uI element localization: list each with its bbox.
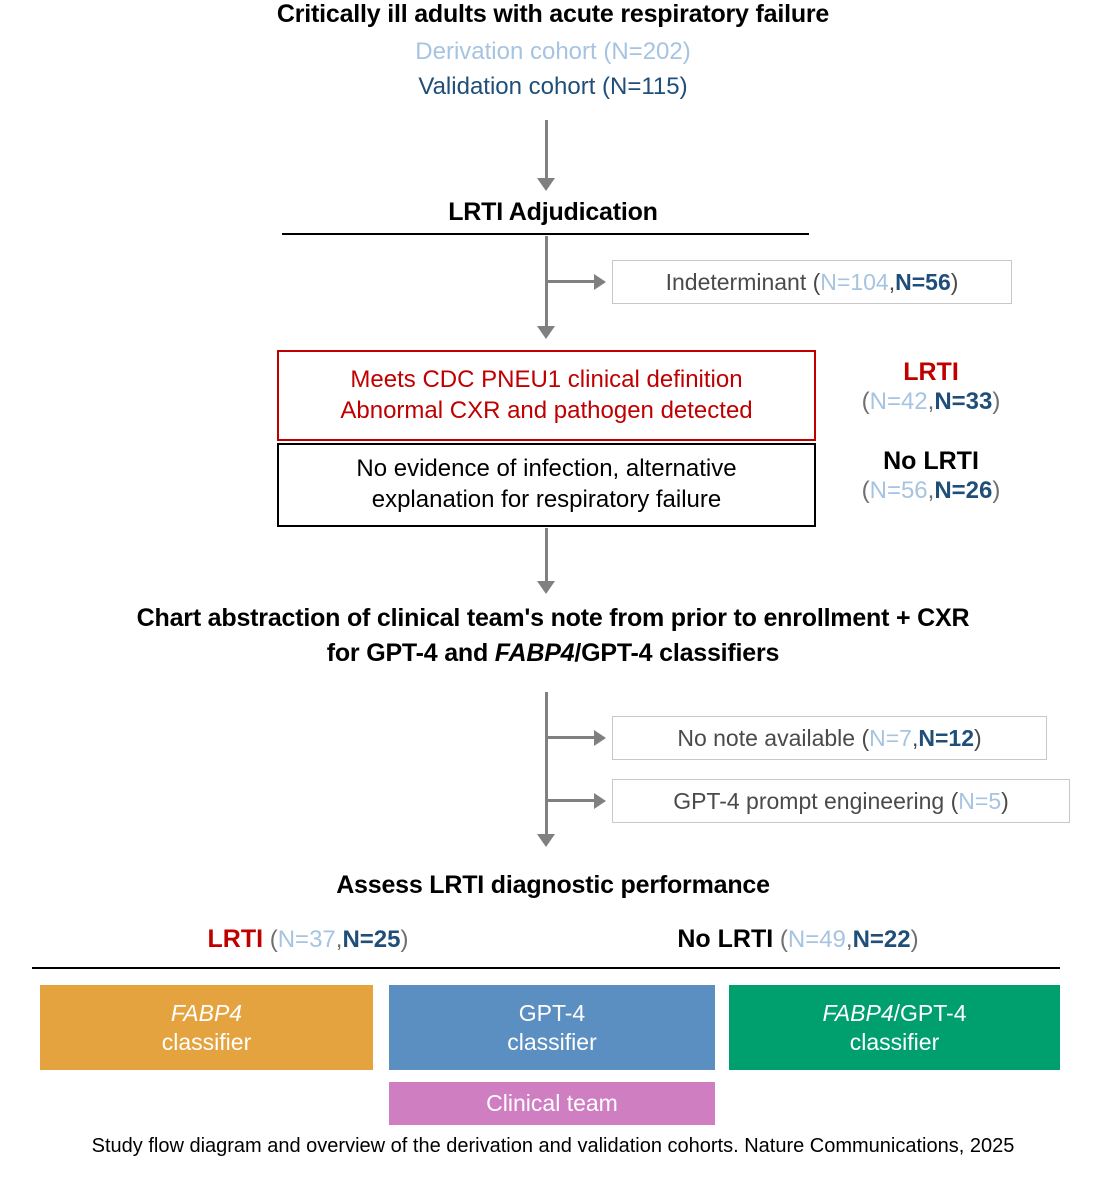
- assessment-lrti-derivation-n: N=37: [277, 926, 336, 953]
- assessment-nolrti-close: ): [910, 926, 919, 953]
- classifier-gpt4-sub: classifier: [507, 1028, 597, 1055]
- no-note-validation-n: N=12: [918, 724, 974, 751]
- no-note-suffix: ): [973, 724, 982, 751]
- adjudication-divider-rule: [282, 233, 809, 235]
- classifier-fabp4-gpt4-gene: FABP4: [822, 999, 894, 1026]
- classifiers-divider-rule: [32, 967, 1060, 969]
- assessment-lrti-group: LRTI (N=37,N=25): [93, 925, 523, 954]
- assessment-nolrti-derivation-n: N=49: [787, 926, 846, 953]
- indeterminant-comma: ,: [888, 268, 896, 295]
- nolrti-validation-n: N=26: [934, 476, 993, 504]
- classifier-fabp4-sub: classifier: [161, 1028, 252, 1055]
- abstraction-line2-post: /GPT-4 classifiers: [574, 639, 780, 667]
- assessment-nolrti-title: No LRTI: [677, 925, 774, 953]
- indeterminant-prefix: Indeterminant (: [665, 268, 821, 295]
- assessment-heading: Assess LRTI diagnostic performance: [336, 871, 770, 899]
- adjudication-heading: LRTI Adjudication: [448, 198, 658, 226]
- adjudication-trunk-arrowhead: [537, 326, 555, 339]
- lrti-count-label: LRTI (N=42,N=33): [836, 358, 1026, 416]
- nolrti-count-comma: ,: [927, 476, 935, 504]
- nolrti-derivation-n: N=56: [869, 476, 928, 504]
- assessment-nolrti-validation-n: N=22: [852, 926, 911, 953]
- derivation-cohort-label: Derivation cohort (N=202): [415, 38, 691, 65]
- assessment-lrti-close: ): [400, 926, 409, 953]
- lrti-derivation-n: N=42: [869, 387, 928, 415]
- nolrti-count-label: No LRTI (N=56,N=26): [836, 447, 1026, 505]
- indeterminant-suffix: ): [950, 268, 959, 295]
- branch-no-note-line: [547, 736, 595, 739]
- prompt-engineering-prefix: GPT-4 prompt engineering (: [673, 787, 959, 814]
- no-note-derivation-n: N=7: [869, 724, 912, 751]
- validation-cohort-label: Validation cohort (N=115): [418, 73, 688, 100]
- lrti-count-comma: ,: [927, 387, 935, 415]
- lrti-count-close: ): [992, 387, 1001, 415]
- figure-title: Critically ill adults with acute respira…: [276, 0, 830, 28]
- figure-caption: Study flow diagram and overview of the d…: [91, 1135, 1015, 1157]
- lrti-criteria-line1: Meets CDC PNEU1 clinical definition: [350, 365, 743, 393]
- classifier-fabp4-gene: FABP4: [170, 999, 243, 1026]
- prompt-engineering-box: GPT-4 prompt engineering (N=5): [612, 779, 1070, 823]
- classifier-bar-gpt4: GPT-4 classifier: [389, 985, 715, 1070]
- classifier-fabp4-gpt4-name: FABP4/GPT-4: [822, 999, 966, 1028]
- abstraction-trunk-arrowhead: [537, 834, 555, 847]
- arrow-boxes-to-abstraction-head: [537, 581, 555, 594]
- classifier-fabp4-name: FABP4: [171, 999, 242, 1028]
- prompt-engineering-derivation-n: N=5: [958, 787, 1002, 814]
- adjudication-trunk-line: [545, 236, 548, 328]
- assessment-lrti-open: (: [263, 926, 278, 953]
- classifier-fabp4-gpt4-plain: /GPT-4: [893, 999, 967, 1026]
- classifier-bar-fabp4: FABP4 classifier: [40, 985, 373, 1070]
- nolrti-criteria-line2: explanation for respiratory failure: [371, 486, 722, 513]
- branch-indeterminant-arrowhead: [594, 274, 606, 290]
- branch-indeterminant-line: [547, 280, 595, 283]
- no-note-available-box: No note available (N=7,N=12): [612, 716, 1047, 760]
- lrti-validation-n: N=33: [934, 387, 993, 415]
- indeterminant-box: Indeterminant (N=104,N=56): [612, 260, 1012, 304]
- indeterminant-validation-n: N=56: [895, 268, 951, 295]
- lrti-count-open: (: [861, 387, 870, 415]
- lrti-criteria-line2: Abnormal CXR and pathogen detected: [340, 396, 753, 424]
- no-note-comma: ,: [911, 724, 919, 751]
- arrow-title-to-adjudication-line: [545, 120, 548, 180]
- assessment-lrti-validation-n: N=25: [342, 926, 401, 953]
- classifier-gpt4-name: GPT-4: [519, 999, 585, 1028]
- abstraction-line2-pre: for GPT-4 and: [326, 639, 495, 667]
- assessment-lrti-title: LRTI: [207, 925, 264, 953]
- branch-prompt-engineering-line: [547, 799, 595, 802]
- nolrti-count-open: (: [861, 476, 870, 504]
- classifier-bar-clinical-team: Clinical team: [389, 1082, 715, 1125]
- assessment-lrti-comma: ,: [335, 926, 343, 953]
- lrti-criteria-box: Meets CDC PNEU1 clinical definition Abno…: [277, 350, 816, 441]
- clinical-team-label: Clinical team: [486, 1090, 618, 1117]
- branch-no-note-arrowhead: [594, 730, 606, 746]
- abstraction-heading-line1: Chart abstraction of clinical team's not…: [136, 604, 970, 632]
- abstraction-line2-gene: FABP4: [494, 639, 575, 667]
- arrow-boxes-to-abstraction-line: [545, 528, 548, 583]
- no-note-prefix: No note available (: [677, 724, 870, 751]
- indeterminant-derivation-n: N=104: [820, 268, 889, 295]
- assessment-counts-row: LRTI (N=37,N=25)No LRTI (N=49,N=22): [0, 925, 1106, 954]
- branch-prompt-engineering-arrowhead: [594, 793, 606, 809]
- assessment-nolrti-comma: ,: [845, 926, 853, 953]
- nolrti-criteria-box: No evidence of infection, alternative ex…: [277, 443, 816, 527]
- assessment-nolrti-group: No LRTI (N=49,N=22): [583, 925, 1013, 954]
- nolrti-criteria-line1: No evidence of infection, alternative: [356, 455, 737, 483]
- assessment-nolrti-open: (: [773, 926, 788, 953]
- abstraction-trunk-line: [545, 692, 548, 836]
- classifier-fabp4-gpt4-sub: classifier: [849, 1028, 940, 1055]
- classifier-bar-fabp4-gpt4: FABP4/GPT-4 classifier: [729, 985, 1060, 1070]
- classifier-gpt4-plain: GPT-4: [518, 999, 586, 1026]
- arrow-title-to-adjudication-head: [537, 178, 555, 191]
- nolrti-count-title: No LRTI: [883, 447, 979, 475]
- nolrti-count-close: ): [992, 476, 1001, 504]
- abstraction-heading-line2: for GPT-4 and FABP4/GPT-4 classifiers: [0, 639, 1106, 668]
- lrti-count-title: LRTI: [903, 358, 959, 386]
- prompt-engineering-suffix: ): [1001, 787, 1009, 814]
